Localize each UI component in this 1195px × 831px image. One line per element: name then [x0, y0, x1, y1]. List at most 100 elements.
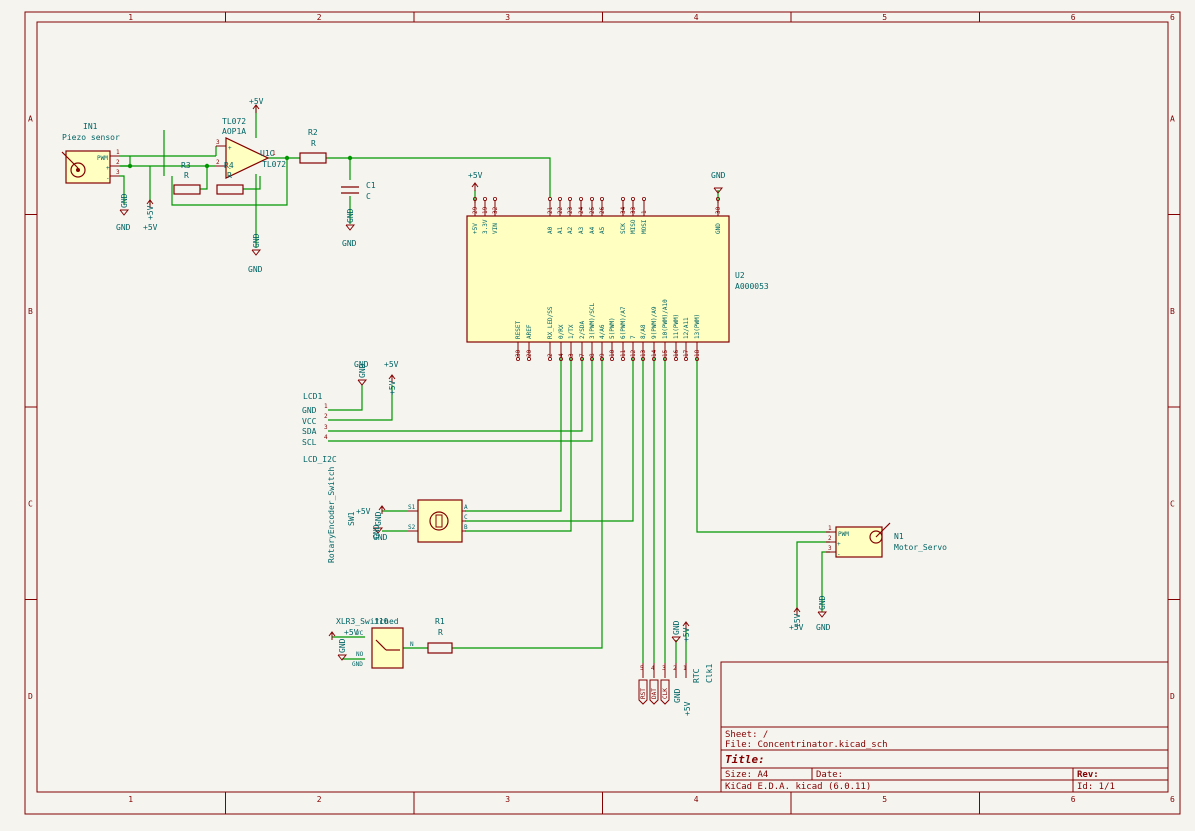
u2-bottom-pin-number: 8: [589, 353, 596, 357]
u2-top-pin-number: 21: [547, 206, 554, 214]
r2-ref: R2: [308, 128, 318, 137]
lcd1-pin2: 2: [324, 413, 328, 420]
u1-pin2: 2: [216, 159, 220, 166]
r4-value: R: [227, 171, 232, 180]
r4-ref: R4: [224, 161, 234, 170]
frame-col-label-bottom: 4: [694, 795, 699, 804]
sw1-s2: S2: [408, 524, 416, 531]
frame-col-label-bottom: 6: [1071, 795, 1076, 804]
gnd-pin-label: GND: [346, 208, 355, 223]
u2-top-pin-number: 26: [599, 206, 606, 214]
xlr-connector-j10[interactable]: J10 XLR3_Switched VC NO GND N: [336, 617, 414, 669]
gnd-pin-label: GND: [252, 233, 261, 248]
u1a-value: AOP1A: [222, 127, 246, 136]
frame-col-label-top: 2: [317, 13, 322, 22]
p5v-pin-label: +5V: [682, 627, 691, 642]
r1-ref: R1: [435, 617, 445, 626]
gnd-pin-label: GND: [358, 363, 367, 378]
frame-col-label-bottom: 1: [128, 795, 133, 804]
sw1-c: C: [464, 514, 468, 521]
u2-bottom-pin-number: 10: [609, 349, 616, 357]
frame-col-label-top: 1: [128, 13, 133, 22]
in1-value: Piezo sensor: [62, 133, 120, 142]
frame-row-label-right: D: [1170, 692, 1175, 701]
gnd-pin-label: GND: [818, 595, 827, 610]
tb-date: Date:: [816, 770, 843, 780]
j10-gnd: GND: [352, 661, 363, 668]
clk1-pin-number: 4: [651, 665, 655, 672]
u2-bottom-pin-number: 17: [683, 349, 690, 357]
in1-pin2: 2: [116, 159, 120, 166]
capacitor-c1[interactable]: C1 C: [341, 181, 376, 201]
u2-top-pin-number: 22: [557, 206, 564, 214]
gnd-pin-label: GND: [120, 193, 129, 208]
gnd-label: GND: [342, 239, 357, 248]
u1-pin1: 1: [272, 150, 276, 157]
u2-top-pin-name: A2: [567, 226, 574, 234]
u2-bottom-pin-number: 13: [640, 349, 647, 357]
n1-pin3: 3: [828, 545, 832, 552]
motor-servo-n1[interactable]: N1 Motor_Servo PWM 1 2 3 + -: [826, 522, 947, 558]
frame-col-label-top: 4: [694, 13, 699, 22]
u2-bottom-pin-number: 20: [526, 349, 533, 357]
lcd1-pin3: 3: [324, 424, 328, 431]
opamp-u1[interactable]: + - TL072 AOP1A U1C TL072 3 2 1: [216, 117, 286, 179]
u1-plus-sign: +: [228, 145, 232, 152]
r3-value: R: [184, 171, 189, 180]
lcd1-ref: LCD1: [303, 392, 322, 401]
rotary-encoder-sw1[interactable]: SW1 RotaryEncoder_Switch S1 S2 A C B: [327, 466, 468, 563]
in1-pwm: PWM: [97, 155, 108, 162]
n1-pwm: PWM: [838, 531, 849, 538]
j10-n: N: [410, 641, 414, 648]
tb-rev: Rev:: [1077, 770, 1099, 780]
u2-top-pin-name: A0: [547, 226, 554, 234]
p5v-pin-label: +5V: [793, 613, 802, 628]
arduino-u2[interactable]: U2 A000053 29+5V193.3V32VIN21A022A123A22…: [466, 196, 769, 361]
u2-top-pin-name: A3: [578, 226, 585, 234]
j10-ref: J10: [374, 617, 389, 626]
in1-ref: IN1: [83, 122, 98, 131]
u2-bottom-pin-name: 2/SDA: [579, 321, 586, 339]
resistor-r3[interactable]: R3 R: [173, 161, 201, 195]
u2-bottom-pin-name: 6(PWM)/A7: [620, 306, 627, 339]
u2-top-pin-number: 23: [567, 206, 574, 214]
r3-ref: R3: [181, 161, 191, 170]
clk1-value: RTC: [692, 668, 701, 683]
u2-top-pin-name: A4: [589, 226, 596, 234]
u2-bottom-pin-name: RESET: [515, 321, 522, 339]
piezo-sensor-in1[interactable]: IN1 Piezo sensor PWM + - 1 2 3: [61, 122, 120, 184]
frame-col-label-top: 3: [505, 13, 510, 22]
p5v-label: +5V: [249, 97, 264, 106]
frame-row-label-left: C: [28, 499, 33, 508]
title-block: Sheet: / File: Concentrinator.kicad_sch …: [720, 661, 1169, 793]
u1c-value: TL072: [262, 160, 286, 169]
resistor-r4[interactable]: R4 R: [216, 161, 244, 195]
u2-bottom-pin-name: 0/RX: [558, 324, 565, 339]
p5v-pin-label: +5V: [388, 380, 397, 395]
p5v-label: +5V: [468, 171, 483, 180]
u2-bottom-pin-number: 11: [620, 349, 627, 357]
u2-ref: U2: [735, 271, 745, 280]
u1c-ref: U1C: [260, 149, 275, 158]
c1-ref: C1: [366, 181, 376, 190]
u2-bottom-pin-name: 12/A11: [683, 317, 690, 339]
sw1-b: B: [464, 524, 468, 531]
u2-top-pin-name: 3.3V: [482, 219, 489, 234]
sw1-gnd-label: GND: [372, 524, 381, 539]
clk1-pin-number: 3: [662, 665, 666, 672]
u2-bottom-pin-name: 8/A8: [640, 324, 647, 339]
sw1-ref: SW1: [347, 511, 356, 526]
in1-pin3: 3: [116, 169, 120, 176]
resistor-r1[interactable]: R1 R: [427, 617, 453, 654]
u1-pin3: 3: [216, 139, 220, 146]
n1-pin2: 2: [828, 535, 832, 542]
clk1-pin-number: 2: [673, 665, 677, 672]
lcd-i2c-lcd1[interactable]: LCD1 LCD_I2C GND VCC SDA SCL 1 2 3 4: [302, 392, 337, 464]
frame-row-label-right: A: [1170, 114, 1175, 123]
resistor-r2[interactable]: R2 R: [299, 128, 327, 164]
clk1-pin-label: CLK: [662, 688, 669, 699]
